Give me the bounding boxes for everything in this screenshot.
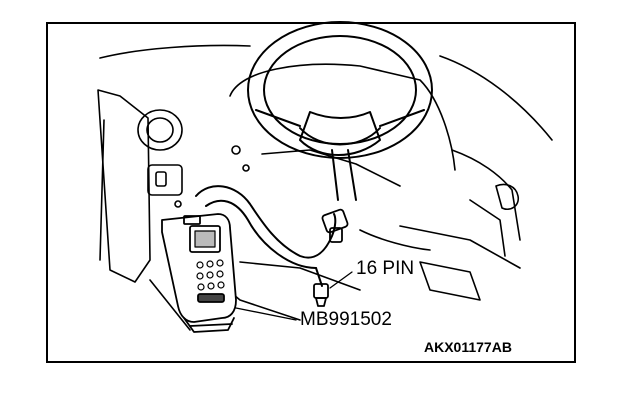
tool-leader-line: [235, 307, 297, 321]
tool-part-number-label: MB991502: [300, 309, 392, 330]
diagnostic-cable: [195, 185, 337, 259]
air-vent-icon: [137, 109, 183, 151]
16-pin-connector-icon: [321, 208, 349, 243]
figure-code-label: AKX01177AB: [424, 339, 512, 355]
connector-leader-line: [329, 271, 353, 289]
steering-wheel-icon: [247, 21, 433, 201]
dashboard-outline: [99, 44, 553, 141]
diagnostic-scan-tool-icon: [161, 213, 237, 333]
door-panel-outline: [97, 89, 151, 283]
center-console-outline: [451, 149, 521, 257]
instrument-cluster-outline: [229, 63, 456, 171]
switch-panel-icon: [147, 164, 183, 208]
connector-label: 16 PIN: [356, 258, 415, 279]
figure-frame: [46, 22, 576, 363]
cable-plug-icon: [313, 283, 329, 307]
